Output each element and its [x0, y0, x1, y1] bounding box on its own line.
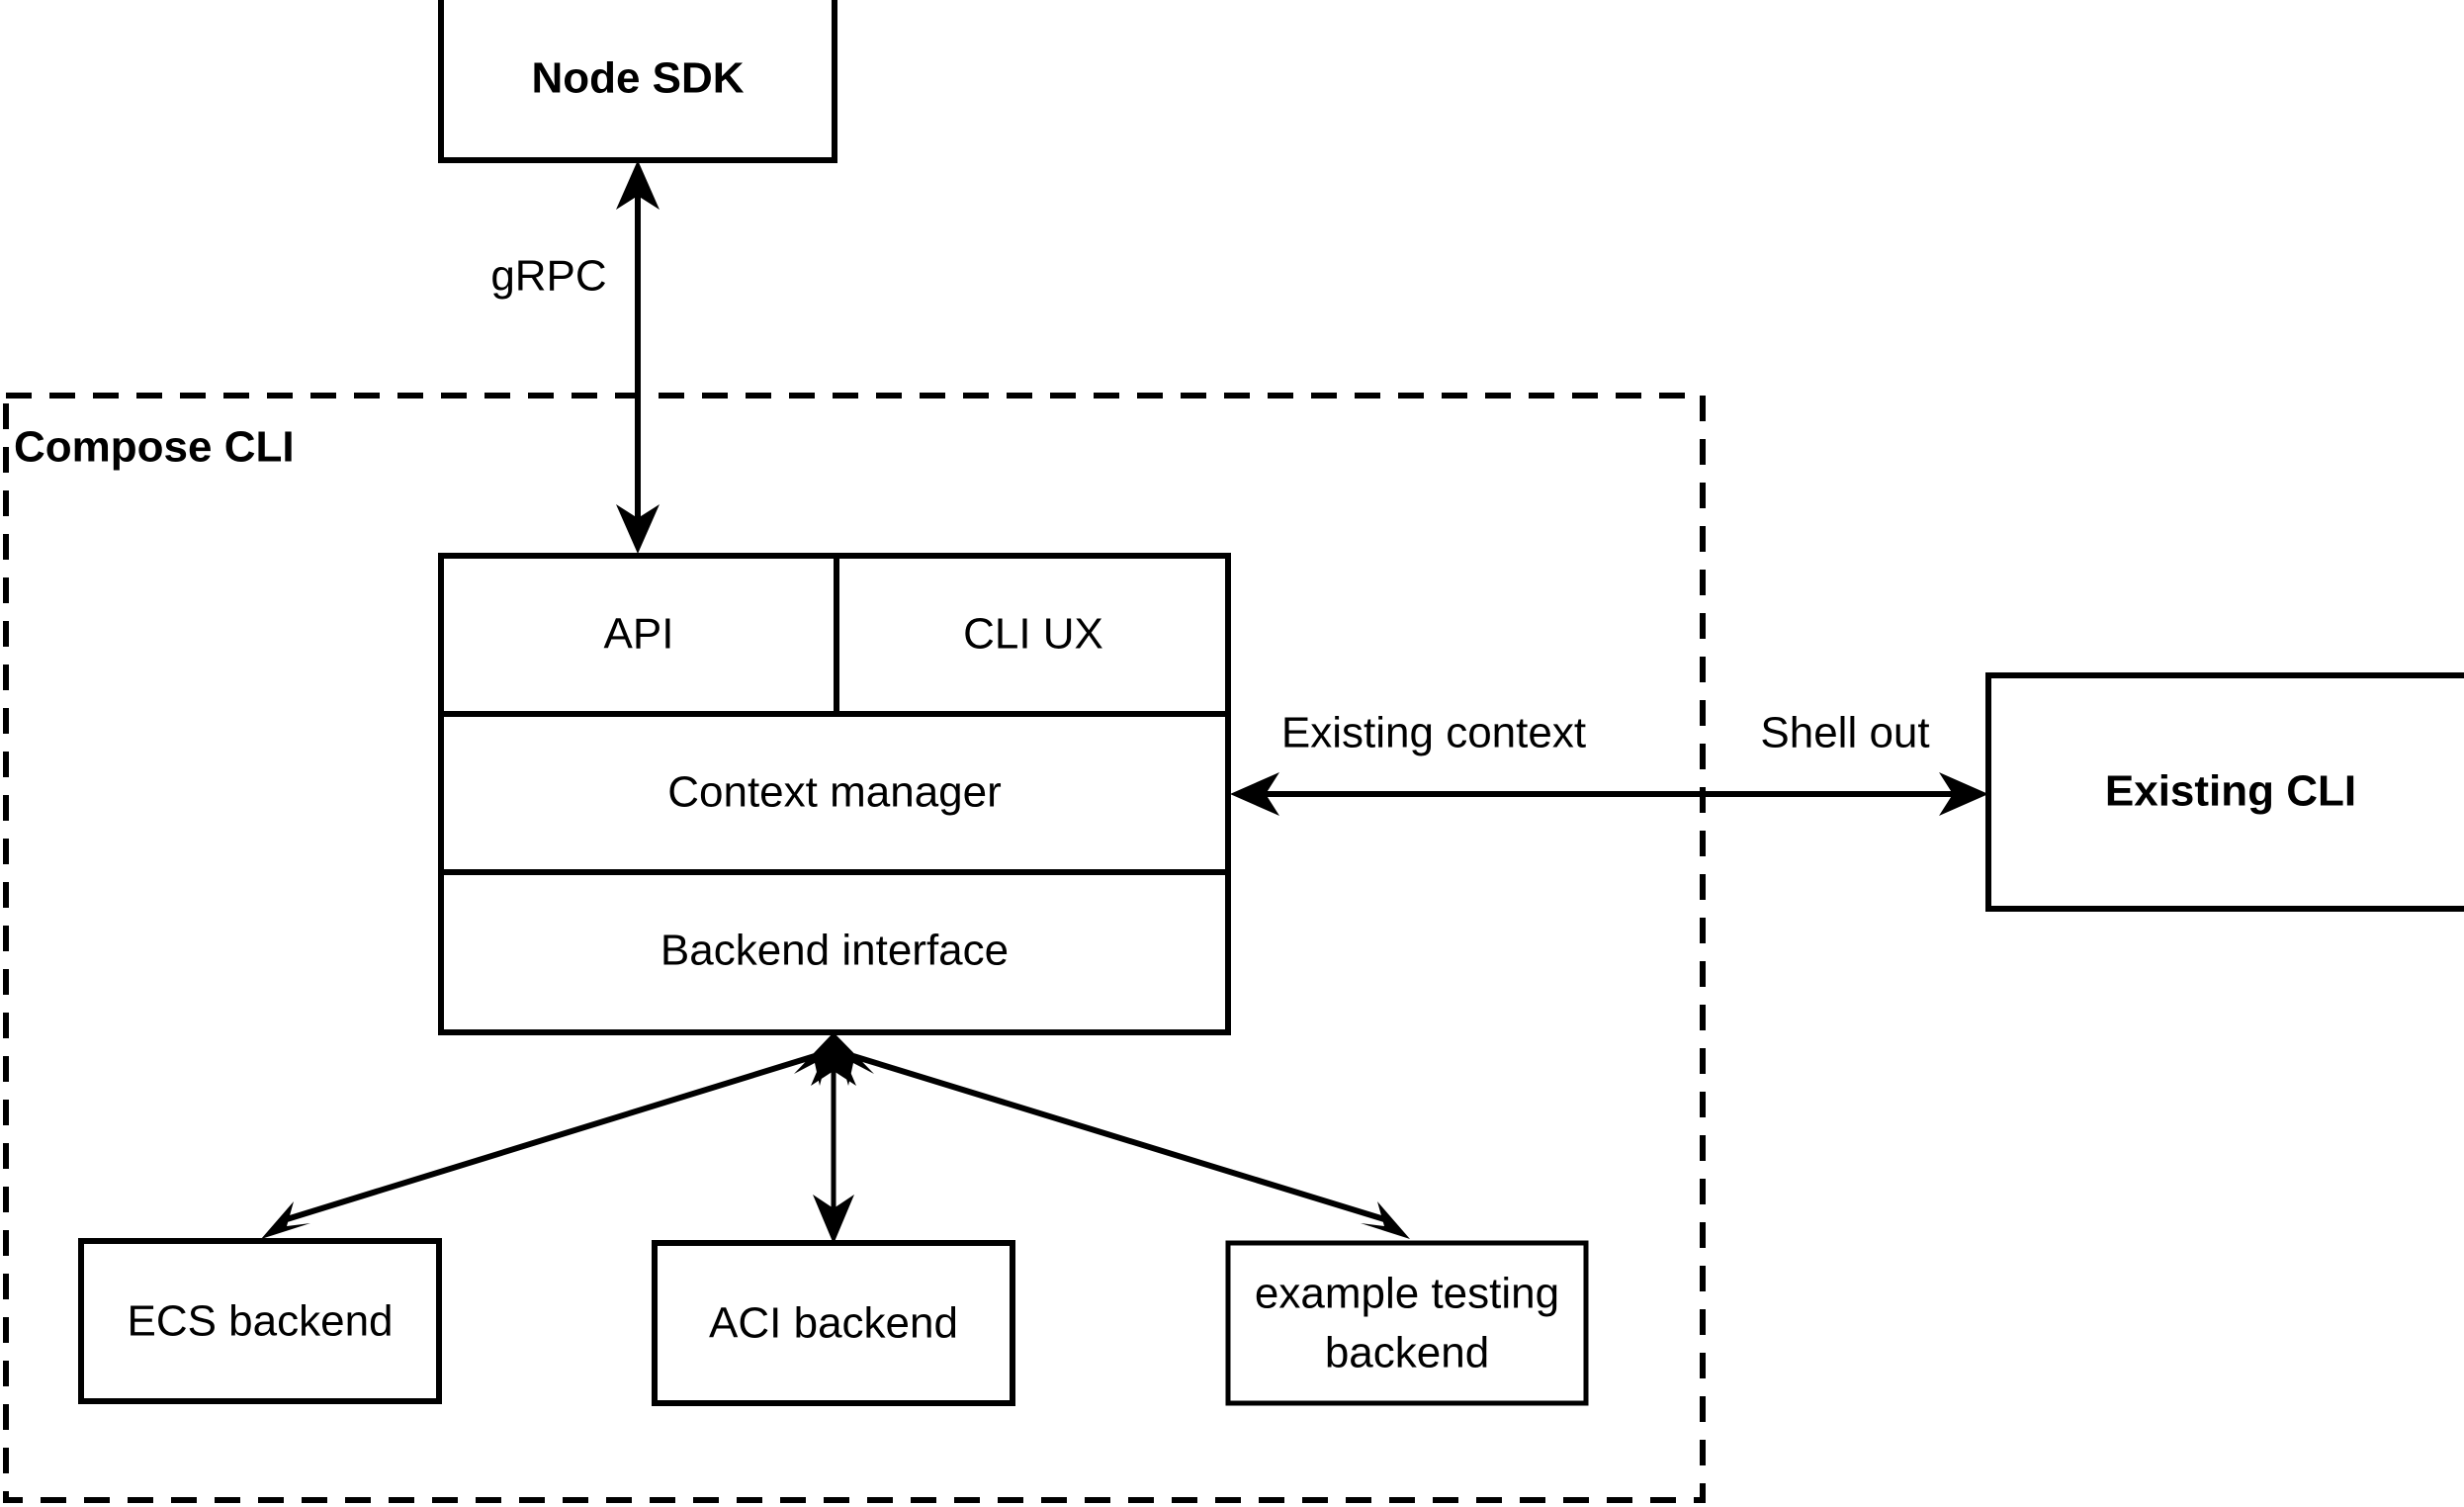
compose-cli-core-stack: API CLI UX Context manager Backend inter…: [438, 553, 1231, 1035]
aci-backend-box[interactable]: [652, 1240, 1015, 1406]
ecs-backend-box[interactable]: [78, 1238, 442, 1404]
backend-to-example-arrowhead-down: [1361, 1201, 1410, 1239]
shell-out-arrowhead-right: [1939, 772, 1988, 816]
context-manager-existing-cli-connector: Existing context Shell out: [1230, 709, 1988, 816]
example-testing-backend-label-line1: example testing: [1255, 1270, 1559, 1318]
backend-to-example-arrowhead-up: [834, 1032, 874, 1086]
backend-to-ecs-arrowhead-down: [261, 1201, 310, 1239]
existing-cli-box[interactable]: [1985, 672, 2464, 912]
shell-out-edge-label: Shell out: [1760, 709, 1929, 757]
api-label: API: [604, 610, 674, 659]
grpc-connector: gRPC: [490, 160, 660, 554]
existing-context-arrowhead-left: [1230, 772, 1279, 816]
compose-cli-group-label: Compose CLI: [14, 423, 295, 472]
backend-to-example-connector: [834, 1032, 1410, 1239]
ecs-backend-label: ECS backend: [127, 1297, 393, 1346]
cli-ux-label: CLI UX: [963, 610, 1103, 659]
example-testing-backend-box[interactable]: [1225, 1240, 1589, 1406]
existing-context-edge-label: Existing context: [1281, 709, 1586, 757]
backend-interface-label: Backend interface: [660, 927, 1009, 975]
grpc-edge-label: gRPC: [490, 252, 606, 301]
example-testing-backend-label-line2: backend: [1325, 1329, 1489, 1377]
aci-backend-label: ACI backend: [709, 1299, 958, 1348]
backend-to-aci-arrowhead-down: [813, 1195, 854, 1244]
backend-to-ecs-arrowhead-up: [794, 1032, 834, 1086]
compose-cli-group-boundary: [3, 393, 1706, 1503]
backend-to-ecs-connector: [261, 1032, 834, 1239]
node-sdk-label: Node SDK: [531, 54, 744, 103]
existing-cli-label: Existing CLI: [2105, 767, 2356, 816]
grpc-arrowhead-down: [616, 504, 660, 554]
grpc-arrowhead-up: [616, 160, 660, 210]
context-manager-label: Context manager: [667, 768, 1002, 817]
